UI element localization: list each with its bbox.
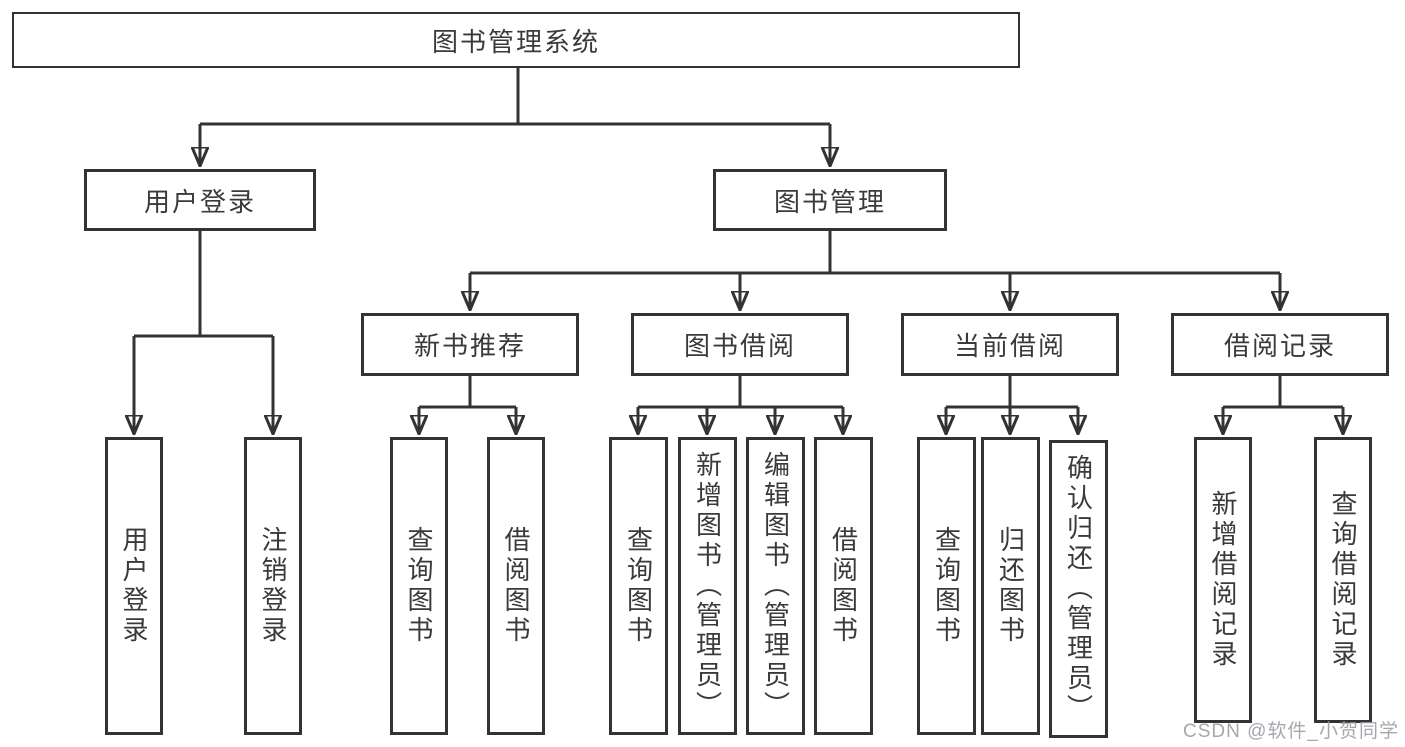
leaf-logout: 注销登录 — [244, 437, 302, 735]
leaf-add-borrow-record-label: 新增借阅记录 — [1208, 490, 1238, 670]
leaf-add-borrow-record: 新增借阅记录 — [1194, 437, 1252, 723]
leaf-query-books-borrow: 查询图书 — [609, 437, 668, 735]
leaf-add-book-admin: 新增图书（管理员） — [678, 437, 737, 735]
node-library-system-label: 图书管理系统 — [431, 26, 600, 57]
leaf-borrow-books-label: 借阅图书 — [828, 526, 859, 646]
node-new-book-recommend: 新书推荐 — [361, 313, 579, 376]
node-current-borrow-label: 当前借阅 — [953, 331, 1066, 361]
leaf-edit-book-admin-label: 编辑图书（管理员） — [760, 451, 791, 721]
leaf-query-books-borrow-label: 查询图书 — [623, 526, 654, 646]
leaf-borrow-books-recommend-label: 借阅图书 — [501, 526, 531, 646]
leaf-return-books-label: 归还图书 — [995, 526, 1026, 646]
leaf-add-book-admin-label: 新增图书（管理员） — [692, 451, 723, 721]
leaf-query-books-recommend-label: 查询图书 — [404, 526, 434, 646]
leaf-query-borrow-record: 查询借阅记录 — [1314, 437, 1372, 723]
node-current-borrow: 当前借阅 — [901, 313, 1119, 376]
node-borrow-record: 借阅记录 — [1171, 313, 1389, 376]
leaf-confirm-return-admin-label: 确认归还（管理员） — [1063, 454, 1094, 724]
leaf-logout-label: 注销登录 — [258, 526, 288, 646]
leaf-query-books-current-label: 查询图书 — [931, 526, 962, 646]
node-new-book-recommend-label: 新书推荐 — [413, 331, 526, 361]
leaf-borrow-books-recommend: 借阅图书 — [487, 437, 545, 735]
node-book-management-label: 图书管理 — [773, 186, 886, 217]
node-library-system: 图书管理系统 — [12, 12, 1020, 68]
node-user-login: 用户登录 — [84, 169, 316, 231]
leaf-return-books: 归还图书 — [981, 437, 1040, 735]
node-book-management: 图书管理 — [713, 169, 947, 231]
node-book-borrow-label: 图书借阅 — [683, 331, 796, 361]
node-book-borrow: 图书借阅 — [631, 313, 849, 376]
leaf-user-login: 用户登录 — [105, 437, 163, 735]
watermark-text: CSDN @软件_小贺同学 — [1183, 721, 1399, 742]
node-user-login-label: 用户登录 — [143, 186, 256, 217]
leaf-user-login-label: 用户登录 — [119, 526, 149, 646]
node-borrow-record-label: 借阅记录 — [1223, 331, 1336, 361]
leaf-query-books-current: 查询图书 — [917, 437, 976, 735]
leaf-edit-book-admin: 编辑图书（管理员） — [746, 437, 805, 735]
leaf-query-books-recommend: 查询图书 — [390, 437, 448, 735]
leaf-query-borrow-record-label: 查询借阅记录 — [1328, 490, 1358, 670]
leaf-borrow-books: 借阅图书 — [814, 437, 873, 735]
leaf-confirm-return-admin: 确认归还（管理员） — [1049, 440, 1108, 738]
